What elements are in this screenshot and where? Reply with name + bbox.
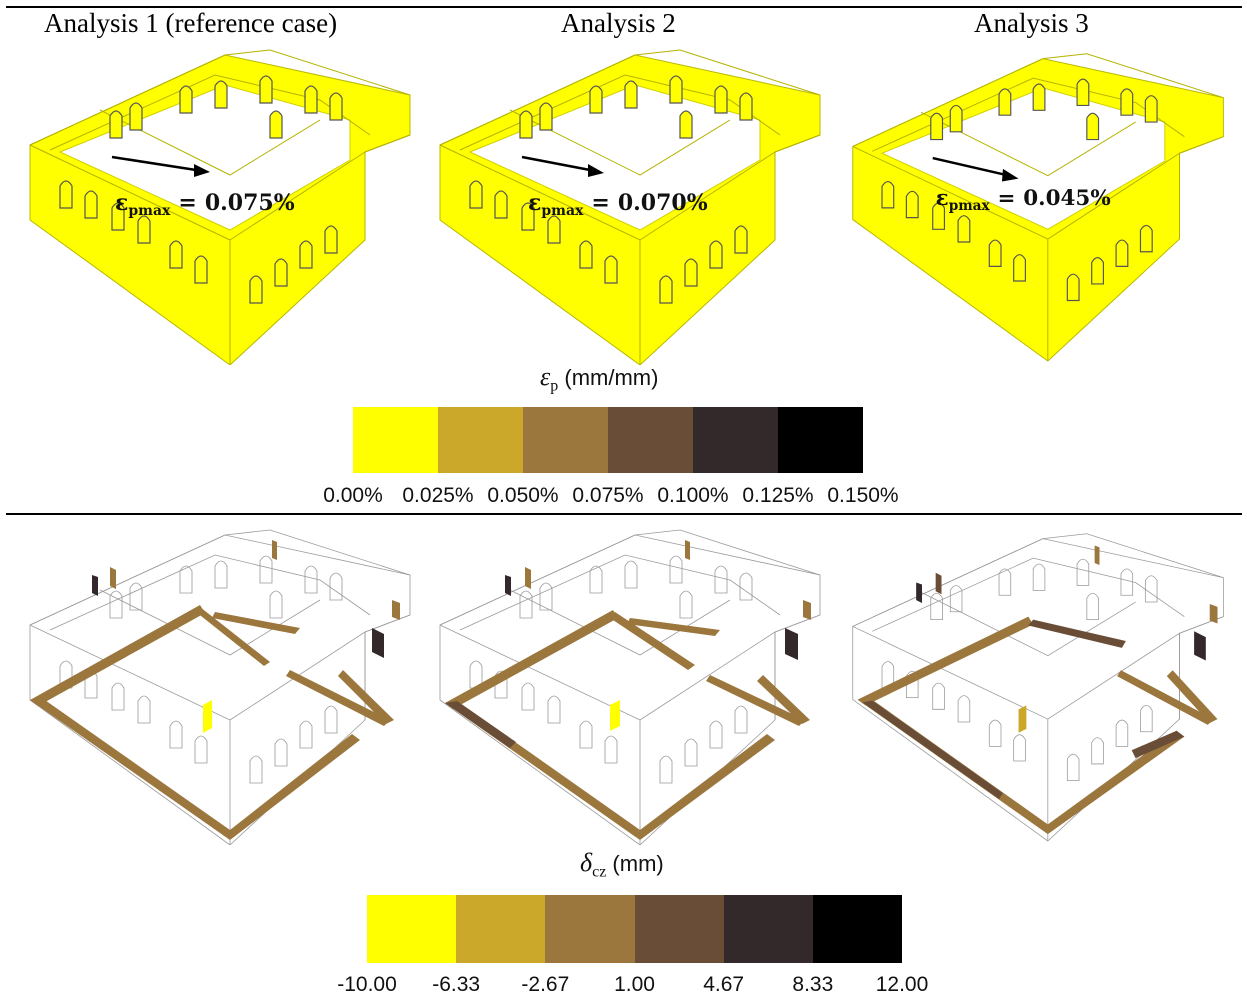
contact-strip [286, 670, 390, 726]
colorbar-swatch-0 [353, 407, 438, 473]
strain-tick-4: 0.100% [657, 484, 729, 507]
contact-strip [610, 612, 695, 670]
panel-title-analysis-3: Analysis 3 [974, 8, 1089, 38]
strain-arrow [521, 155, 604, 177]
colorbar-swatch-5 [812, 895, 903, 963]
contact-strip [640, 734, 775, 840]
building-volume [29, 49, 411, 365]
contact-strip [1047, 730, 1185, 835]
strain-tick-1: 0.025% [402, 484, 474, 507]
contact-strips [30, 540, 400, 840]
contact-patch [525, 567, 531, 589]
strain-tick-6: 0.150% [827, 484, 899, 507]
displacement-tick-3: 1.00 [614, 973, 655, 996]
colorbar-swatch-2 [545, 895, 635, 963]
contact-strip [30, 605, 205, 706]
strain-tick-2: 0.050% [487, 484, 559, 507]
epsilon-pmax-label: εpmax=0.075% [115, 190, 295, 219]
strain-model-analysis-2: εpmax=0.070% [439, 49, 821, 365]
contact-patch [1094, 545, 1100, 565]
contact-patch [610, 700, 620, 731]
building-volume [852, 53, 1224, 362]
strain-tick-0: 0.00% [323, 484, 383, 507]
colorbar-swatch-4 [723, 895, 813, 963]
contact-strip [1117, 670, 1214, 725]
contact-strip [757, 675, 810, 724]
contact-patch [272, 540, 277, 560]
contact-patch [372, 628, 384, 658]
contact-patch [110, 567, 116, 589]
contact-strip [857, 616, 1034, 706]
contact-strip [196, 607, 270, 666]
panel-title-analysis-2: Analysis 2 [561, 8, 676, 38]
colorbar-swatch-1 [438, 407, 523, 473]
contact-patch [803, 600, 811, 620]
strain-tick-3: 0.075% [572, 484, 644, 507]
legend-title-strain: εp (mm/mm) [540, 362, 659, 395]
displacement-model-analysis-3 [852, 533, 1224, 842]
contact-strip [445, 701, 516, 748]
contact-strip [706, 675, 805, 726]
contact-patch [92, 575, 98, 596]
contact-patch [916, 582, 922, 604]
colorbar-swatch-3 [634, 895, 724, 963]
contact-patch [1018, 705, 1027, 733]
contact-patch [1194, 631, 1206, 661]
colorbar-swatch-0 [367, 895, 457, 963]
displacement-tick-5: 8.33 [792, 973, 834, 996]
strain-arrow [932, 156, 1019, 182]
colorbar-swatch-4 [693, 407, 778, 473]
contact-patch [935, 572, 942, 595]
contact-patch [505, 575, 511, 596]
building-wireframe [29, 529, 411, 845]
colorbar-swatch-3 [608, 407, 693, 473]
displacement-tick-0: -10.00 [337, 973, 397, 996]
legend-colorbar-displacement [367, 895, 903, 963]
displacement-model-analysis-1 [29, 529, 411, 845]
contact-strip [212, 612, 300, 634]
contact-patch [785, 628, 798, 660]
displacement-tick-6: 12.00 [875, 973, 929, 996]
contact-patch [1209, 603, 1218, 624]
contact-strips [857, 545, 1218, 835]
contact-strip [1131, 730, 1185, 759]
building-wireframe [439, 529, 821, 845]
panel-title-analysis-1: Analysis 1 (reference case) [44, 8, 338, 38]
contact-strip [230, 734, 360, 840]
displacement-tick-4: 4.67 [703, 973, 745, 996]
strain-arrow [111, 155, 210, 177]
legend-colorbar-strain [353, 407, 863, 473]
legend-title-displacement: δcz (mm) [580, 848, 664, 881]
contact-strip [862, 700, 1003, 800]
colorbar-swatch-5 [778, 407, 863, 473]
displacement-model-analysis-2 [439, 529, 821, 845]
contact-strip [1166, 670, 1218, 723]
contact-strip [338, 670, 394, 724]
contact-strip [30, 698, 230, 840]
contact-strip [445, 610, 618, 709]
building-wireframe [852, 533, 1224, 842]
displacement-tick-2: -2.67 [521, 973, 570, 996]
contact-strip [1028, 619, 1126, 648]
displacement-tick-1: -6.33 [432, 973, 481, 996]
building-volume [439, 49, 821, 365]
contact-strips [445, 540, 811, 840]
contact-patch [685, 540, 690, 560]
contact-patch [203, 700, 212, 733]
contact-strip [627, 618, 720, 636]
strain-model-analysis-3: εpmax=0.045% [852, 53, 1224, 362]
epsilon-pmax-label: εpmax=0.070% [528, 190, 708, 219]
top-rule [6, 6, 1242, 8]
colorbar-swatch-2 [523, 407, 608, 473]
epsilon-pmax-label: εpmax=0.045% [936, 186, 1111, 214]
colorbar-swatch-1 [456, 895, 546, 963]
strain-model-analysis-1: εpmax=0.075% [29, 49, 411, 365]
contact-patch [392, 600, 400, 620]
middle-rule [6, 513, 1242, 515]
strain-tick-5: 0.125% [742, 484, 814, 507]
